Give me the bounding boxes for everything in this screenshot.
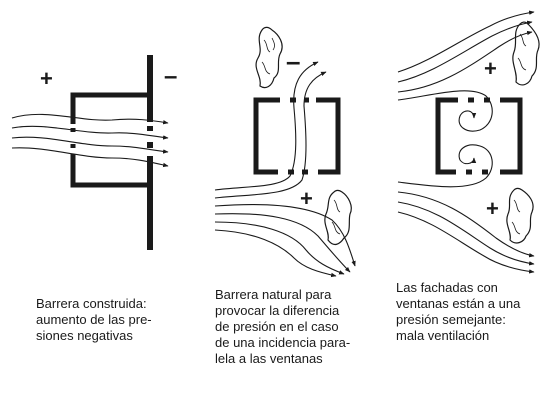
caption-line: siones negativas — [36, 328, 133, 343]
building-outline — [435, 97, 523, 175]
airflow-line — [397, 201, 535, 266]
panel-built-barrier: + – — [11, 55, 177, 250]
pressure-sign-positive: + — [40, 66, 53, 91]
vegetation-shrub — [506, 187, 534, 244]
airflow-line — [214, 229, 337, 278]
caption-line: Las fachadas con — [396, 280, 498, 295]
pressure-sign-negative: – — [286, 46, 300, 76]
caption-natural-barrier: Barrera natural para provocar la diferen… — [215, 287, 350, 367]
panel-natural-barrier: – + — [214, 26, 356, 278]
building-outline — [70, 92, 147, 188]
airflow-eddy — [397, 90, 493, 132]
airflow-line — [214, 213, 351, 273]
airflow-line — [11, 147, 169, 168]
vegetation-texture — [261, 37, 275, 75]
caption-line: ventanas están a una — [396, 296, 521, 311]
vegetation-shrub — [255, 26, 283, 89]
caption-similar-pressure: Las fachadas con ventanas están a una pr… — [396, 280, 520, 344]
building-outline — [253, 97, 341, 175]
airflow-line — [11, 125, 169, 140]
caption-line: de una incidencia para- — [215, 335, 351, 350]
window-bottom — [278, 168, 318, 176]
vegetation-texture — [511, 199, 521, 235]
vegetation-texture — [331, 199, 341, 235]
airflow-line — [397, 211, 535, 274]
vegetation-shrub — [512, 21, 540, 86]
airflow-line — [214, 203, 356, 267]
airflow-line — [11, 136, 169, 154]
airflow-line — [397, 20, 533, 83]
airflow-line — [397, 10, 535, 73]
panel-similar-pressure: + + — [397, 10, 540, 274]
caption-line: Barrera natural para — [215, 287, 332, 302]
caption-line: provocar la diferencia — [215, 303, 340, 318]
vegetation-shrub — [324, 189, 352, 246]
window-bottom — [456, 168, 500, 176]
caption-line: aumento de las pre- — [36, 312, 152, 327]
airflow-eddy — [397, 144, 493, 188]
airflow-line — [397, 191, 535, 258]
caption-line: mala ventilación — [396, 328, 490, 343]
window-right — [146, 122, 154, 156]
airflow-line — [214, 61, 319, 191]
caption-line: presión semejante: — [396, 312, 506, 327]
caption-built-barrier: Barrera construida: aumento de las pre- … — [36, 296, 152, 344]
window-top — [458, 96, 500, 104]
pressure-sign-negative: – — [164, 63, 177, 90]
window-left — [70, 124, 77, 154]
airflow-line — [397, 30, 533, 93]
caption-line: Barrera construida: — [36, 296, 147, 311]
window-top — [280, 96, 316, 104]
pressure-sign-positive: + — [486, 196, 499, 221]
pressure-sign-positive: + — [300, 186, 313, 211]
caption-line: lela a las ventanas — [215, 351, 323, 366]
airflow-line — [11, 113, 169, 125]
airflow-line — [214, 71, 327, 199]
pressure-sign-positive: + — [484, 56, 497, 81]
caption-line: de presión en el caso — [215, 319, 339, 334]
airflow-line — [214, 221, 345, 275]
